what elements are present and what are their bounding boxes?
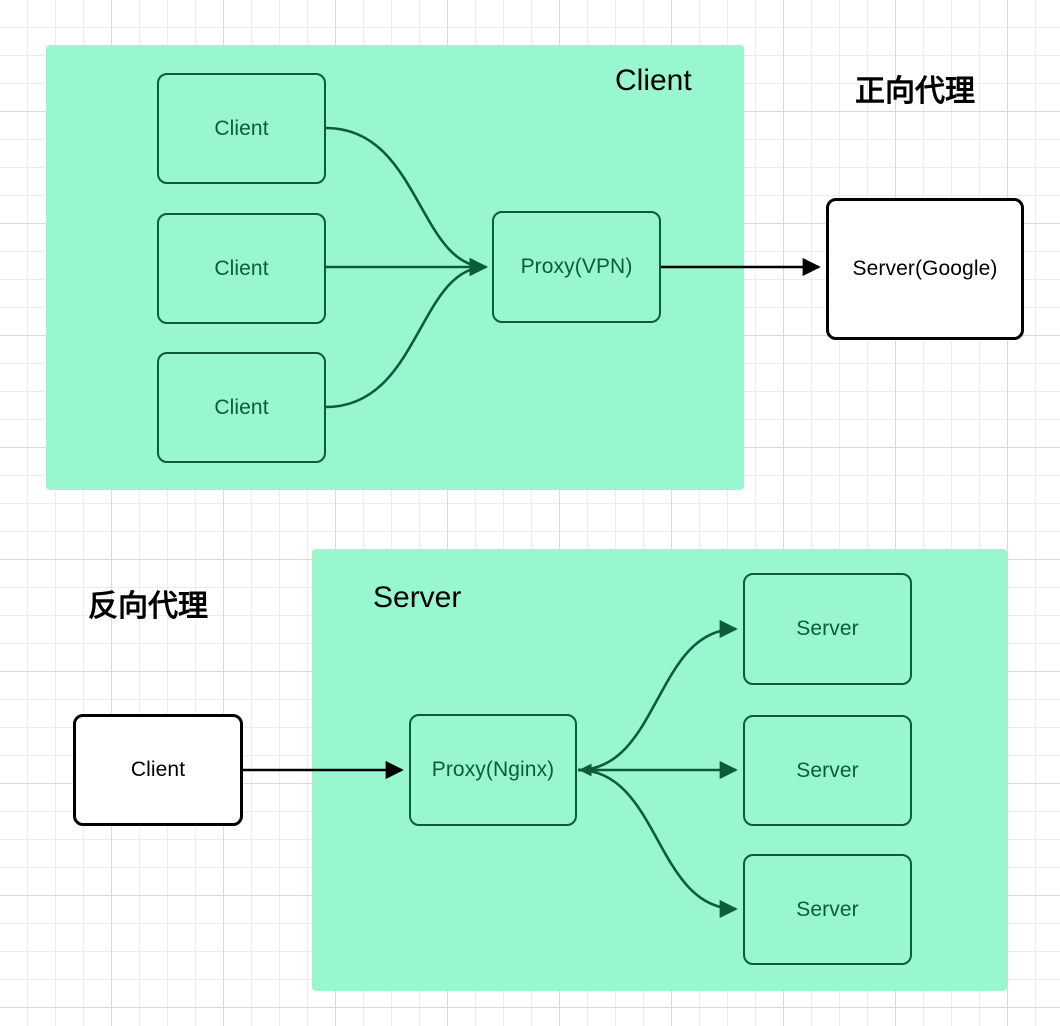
node-server-2[interactable]: Server bbox=[743, 715, 912, 826]
node-proxy-nginx[interactable]: Proxy(Nginx) bbox=[409, 714, 577, 826]
node-client-reverse[interactable]: Client bbox=[73, 714, 243, 826]
node-server-google[interactable]: Server(Google) bbox=[826, 198, 1024, 340]
node-proxy-vpn[interactable]: Proxy(VPN) bbox=[492, 211, 661, 323]
node-client-1[interactable]: Client bbox=[157, 73, 326, 184]
forward-proxy-title: 正向代理 bbox=[855, 75, 975, 108]
client-zone-label: Client bbox=[615, 64, 692, 97]
node-client-3[interactable]: Client bbox=[157, 352, 326, 463]
node-server-1[interactable]: Server bbox=[743, 573, 912, 685]
reverse-proxy-title: 反向代理 bbox=[88, 590, 208, 623]
server-zone-label: Server bbox=[373, 581, 462, 614]
node-client-2[interactable]: Client bbox=[157, 213, 326, 324]
node-server-3[interactable]: Server bbox=[743, 854, 912, 965]
